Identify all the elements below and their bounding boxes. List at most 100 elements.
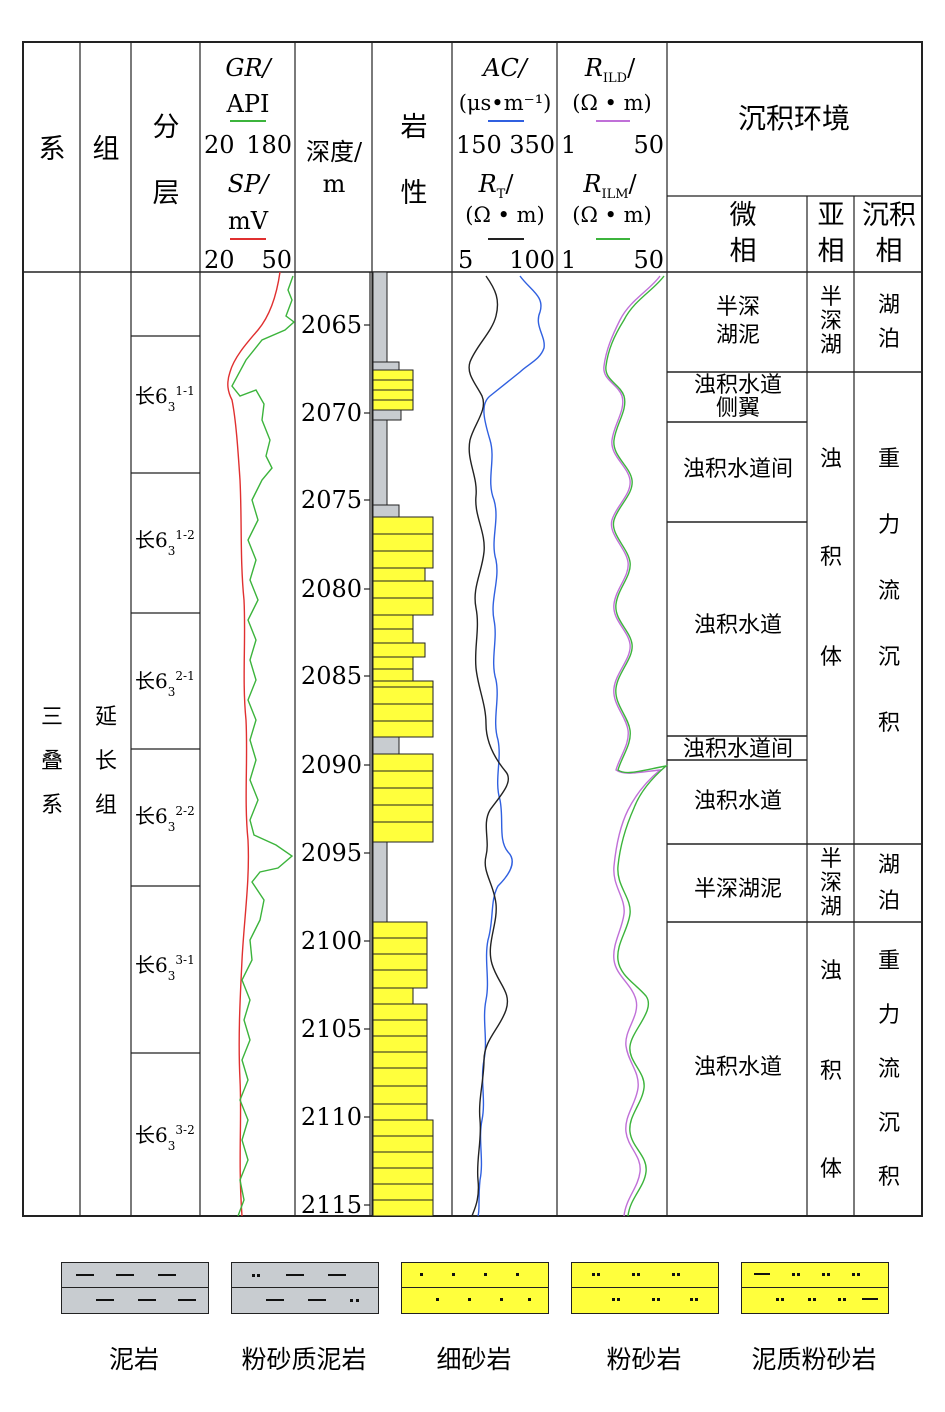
legend-label-silty-mud: 粉砂质泥岩 bbox=[241, 1345, 367, 1374]
sp-range-max: 50 bbox=[261, 246, 292, 274]
subfacies-char: 湖 bbox=[820, 333, 842, 358]
well-log-diagram: 系 组 分 层 GR/ API 20 180 SP/ mV 20 50 深度/ … bbox=[22, 41, 923, 1219]
ac-rt-curves bbox=[468, 275, 545, 1217]
facies-char: 沉 bbox=[878, 1111, 900, 1136]
subfacies-char: 体 bbox=[820, 1157, 842, 1182]
column-dividers bbox=[79, 42, 922, 1216]
microfacies-header-2: 相 bbox=[730, 236, 757, 267]
lithology-column bbox=[372, 271, 434, 1217]
env-header: 沉积环境 bbox=[738, 102, 850, 135]
facies-char: 力 bbox=[878, 513, 900, 538]
depth-tick-label: 2115 bbox=[301, 1191, 362, 1219]
depth-axis: 2065 2070 2075 2080 2085 2090 2095 2100 … bbox=[301, 272, 371, 1219]
legend-swatch-mud bbox=[61, 1262, 209, 1314]
ac-curve bbox=[477, 275, 545, 1217]
subfacies-char: 半 bbox=[820, 847, 842, 872]
subfacies-labels: 半 深 湖 浊 积 体 半 深 湖 浊 积 体 bbox=[820, 285, 842, 1182]
rild-curve bbox=[603, 275, 663, 1217]
microfacies-labels: 半深 湖泥 浊积水道 侧翼 浊积水道间 浊积水道 浊积水道间 浊积水道 半深湖泥… bbox=[683, 295, 793, 1080]
formation-char-1: 延 bbox=[95, 705, 117, 730]
microfacies-label: 浊积水道间 bbox=[683, 737, 793, 762]
rt-range-min: 5 bbox=[458, 246, 473, 274]
facies-char: 泊 bbox=[878, 327, 900, 352]
header-xi: 系 bbox=[39, 134, 66, 165]
facies-char: 力 bbox=[878, 1003, 900, 1028]
gr-range-min: 20 bbox=[204, 131, 235, 159]
rild-header-unit: (Ω • m) bbox=[572, 91, 651, 115]
rilm-header-unit: (Ω • m) bbox=[572, 203, 651, 227]
facies-char: 流 bbox=[878, 1057, 900, 1082]
subfacies-char: 半 bbox=[820, 285, 842, 310]
gr-curve bbox=[231, 275, 296, 1217]
rild-range-min: 1 bbox=[561, 131, 576, 159]
formation-char-3: 组 bbox=[95, 793, 117, 818]
subfacies-char: 深 bbox=[820, 871, 842, 896]
depth-tick-label: 2105 bbox=[301, 1015, 362, 1043]
rild-header-name: RILD/ bbox=[584, 54, 636, 86]
legend-swatch-muddy-siltstone bbox=[741, 1262, 889, 1314]
ac-range-max: 350 bbox=[509, 131, 555, 159]
rilm-header-name: RILM/ bbox=[582, 170, 637, 202]
microfacies-header-1: 微 bbox=[730, 200, 757, 231]
system-char-1: 三 bbox=[41, 705, 63, 730]
rilm-range-max: 50 bbox=[633, 246, 664, 274]
lithology-header-1: 岩 bbox=[401, 112, 428, 143]
subfacies-char: 湖 bbox=[820, 895, 842, 920]
depth-header-2: m bbox=[323, 170, 346, 198]
legend-label-fine-sand: 细砂岩 bbox=[436, 1345, 512, 1374]
gr-header-name: GR/ bbox=[225, 54, 273, 82]
depth-tick-label: 2090 bbox=[301, 751, 362, 779]
depth-tick-label: 2095 bbox=[301, 839, 362, 867]
facies-char: 湖 bbox=[878, 853, 900, 878]
rild-range-max: 50 bbox=[633, 131, 664, 159]
facies-char: 流 bbox=[878, 579, 900, 604]
layer-label: 长633-2 bbox=[135, 1123, 195, 1153]
ac-range-min: 150 bbox=[456, 131, 502, 159]
depth-tick-label: 2080 bbox=[301, 575, 362, 603]
rilm-range-min: 1 bbox=[561, 246, 576, 274]
legend-swatch-siltstone bbox=[571, 1262, 719, 1314]
sp-header-name: SP/ bbox=[228, 170, 272, 198]
formation-char-2: 长 bbox=[95, 749, 117, 774]
layer-label: 长633-1 bbox=[135, 953, 195, 983]
system-char-2: 叠 bbox=[41, 749, 63, 774]
depth-tick-label: 2085 bbox=[301, 662, 362, 690]
rt-header-name: RT/ bbox=[478, 170, 515, 202]
header-fenceng-1: 分 bbox=[153, 112, 180, 143]
facies-char: 积 bbox=[878, 1165, 900, 1190]
legend-swatch-fine-sand bbox=[401, 1262, 549, 1314]
gr-header-unit: API bbox=[226, 90, 270, 118]
depth-tick-label: 2070 bbox=[301, 399, 362, 427]
subfacies-char: 浊 bbox=[820, 959, 842, 984]
microfacies-label: 浊积水道 bbox=[694, 613, 782, 638]
microfacies-label: 浊积水道 bbox=[694, 1055, 782, 1080]
facies-char: 泊 bbox=[878, 889, 900, 914]
microfacies-label: 半深湖泥 bbox=[694, 877, 782, 902]
microfacies-label: 半深 bbox=[716, 295, 760, 320]
rt-header-unit: (Ω • m) bbox=[465, 203, 544, 227]
microfacies-label: 浊积水道 bbox=[694, 789, 782, 814]
subfacies-char: 体 bbox=[820, 645, 842, 670]
system-char-3: 系 bbox=[41, 793, 63, 818]
depth-tick-label: 2110 bbox=[301, 1103, 362, 1131]
facies-char: 重 bbox=[878, 949, 900, 974]
lithology-legend: 泥岩 粉砂质泥岩 细砂岩 粉砂岩 泥质粉砂岩 bbox=[0, 1240, 945, 1412]
legend-label-mud: 泥岩 bbox=[108, 1345, 159, 1374]
facies-char: 积 bbox=[878, 711, 900, 736]
subfacies-char: 深 bbox=[820, 309, 842, 334]
sp-range-min: 20 bbox=[204, 246, 235, 274]
facies-labels: 湖 泊 重 力 流 沉 积 湖 泊 重 力 流 沉 积 bbox=[878, 293, 900, 1190]
gr-range-max: 180 bbox=[246, 131, 292, 159]
microfacies-label: 湖泥 bbox=[716, 323, 760, 348]
microfacies-label: 侧翼 bbox=[716, 396, 760, 421]
lithology-header-2: 性 bbox=[401, 178, 428, 209]
depth-header-1: 深度/ bbox=[306, 138, 363, 166]
sp-curve bbox=[227, 271, 281, 1217]
legend-swatch-silty-mud bbox=[231, 1262, 379, 1314]
layer-label: 长631-2 bbox=[135, 528, 195, 558]
ac-header-unit: (μs•m⁻¹) bbox=[459, 91, 552, 115]
depth-tick-label: 2075 bbox=[301, 486, 362, 514]
sp-header-unit: mV bbox=[228, 207, 269, 235]
resistivity-curves bbox=[603, 275, 669, 1217]
depth-tick-label: 2100 bbox=[301, 927, 362, 955]
